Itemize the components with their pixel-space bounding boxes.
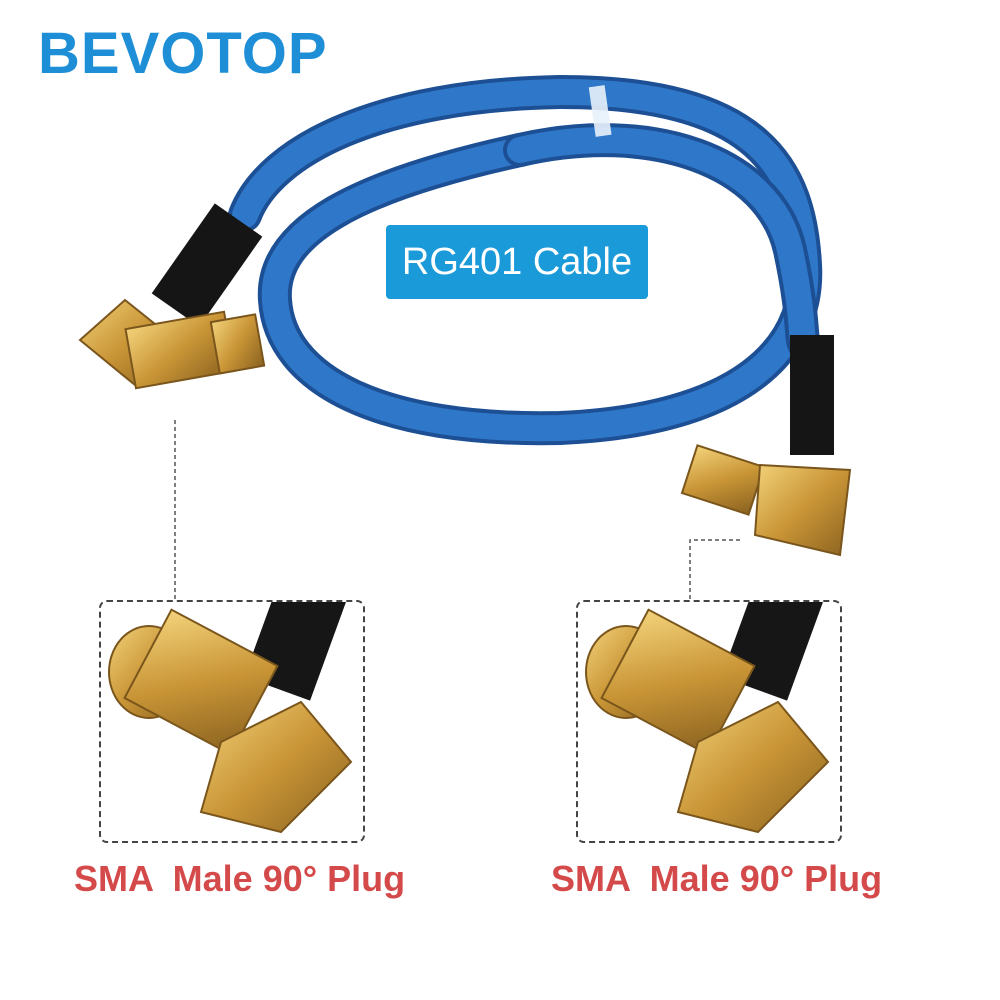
connector-caption-left: SMA Male 90° Plug bbox=[74, 858, 406, 899]
left-boot bbox=[151, 203, 263, 327]
connector-detail-right bbox=[585, 602, 830, 834]
cable-label: RG401 Cable bbox=[386, 225, 648, 299]
brand-logo: BEVOTOP bbox=[38, 21, 328, 86]
right-connector bbox=[680, 444, 852, 557]
connector-detail-left bbox=[108, 602, 353, 834]
rg401-cable bbox=[228, 74, 823, 446]
detail-view-left bbox=[99, 600, 365, 843]
left-connector bbox=[78, 298, 266, 390]
right-boot bbox=[790, 335, 834, 455]
detail-view-right bbox=[576, 600, 842, 843]
connector-caption-right: SMA Male 90° Plug bbox=[551, 858, 883, 899]
